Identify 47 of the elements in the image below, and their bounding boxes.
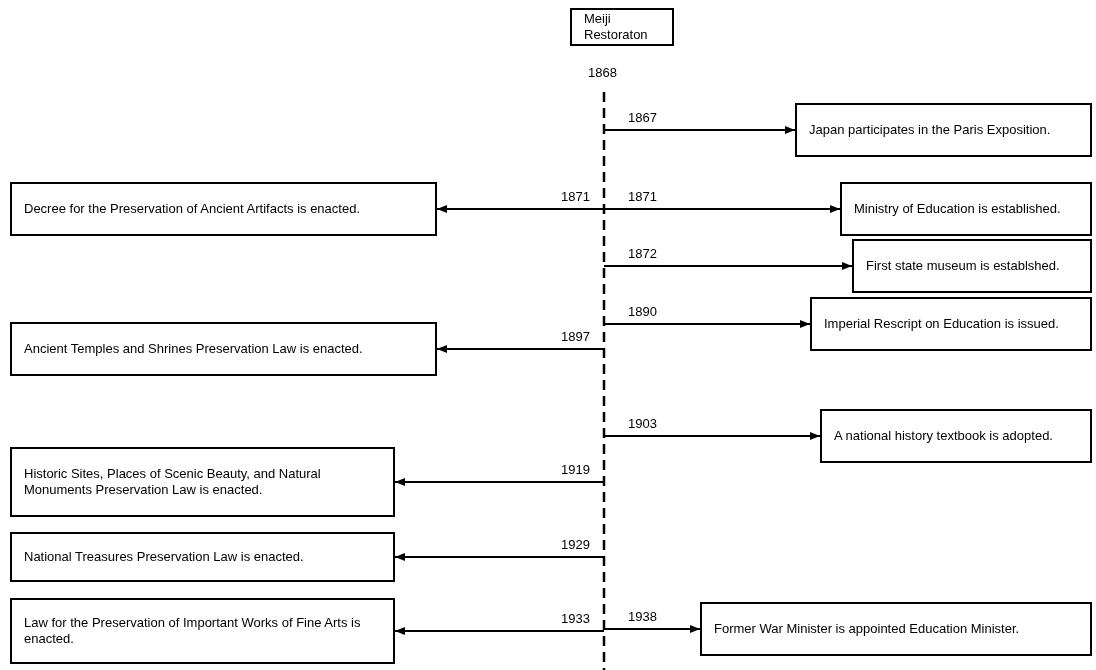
- event-text: Historic Sites, Places of Scenic Beauty, and Natural Monuments Preservation Law is enacted.: [24, 465, 322, 499]
- event-box: [10, 447, 395, 517]
- event-box: [10, 182, 437, 236]
- arrow: [603, 205, 841, 213]
- edge-label: 1890: [626, 305, 659, 318]
- edge-label: 1871: [626, 190, 659, 203]
- event-box: [10, 598, 395, 664]
- edge-label: 1871: [559, 190, 592, 203]
- arrow: [603, 320, 811, 328]
- event-box: [570, 8, 674, 46]
- event-text: Former War Minister is appointed Education Minister.: [714, 620, 1020, 638]
- year-label: 1868: [588, 66, 617, 79]
- event-box: [840, 182, 1092, 236]
- arrow: [603, 126, 796, 134]
- event-text: Meiji Restoraton: [584, 10, 649, 44]
- edge-label: 1919: [559, 463, 592, 476]
- event-box: [795, 103, 1092, 157]
- arrow: [436, 345, 605, 353]
- event-text: A national history textbook is adopted.: [834, 427, 1053, 445]
- event-box: [10, 532, 395, 582]
- event-text: First state museum is establshed.: [866, 257, 1060, 275]
- edge-label: 1897: [559, 330, 592, 343]
- event-box: [10, 322, 437, 376]
- event-box: [810, 297, 1092, 351]
- event-box: [852, 239, 1092, 293]
- event-text: Ancient Temples and Shrines Preservation Law is enacted.: [24, 340, 363, 358]
- event-text: Imperial Rescript on Education is issued.: [824, 315, 1059, 333]
- event-box: [820, 409, 1092, 463]
- arrow: [436, 205, 605, 213]
- event-text: Law for the Preservation of Important Works of Fine Arts is enacted.: [24, 614, 362, 648]
- arrow: [603, 432, 821, 440]
- event-text: Decree for the Preservation of Ancient Artifacts is enacted.: [24, 200, 360, 218]
- edge-label: 1938: [626, 610, 659, 623]
- arrow: [394, 627, 605, 635]
- event-text: National Treasures Preservation Law is enacted.: [24, 548, 304, 566]
- arrow: [603, 625, 701, 633]
- event-text: Japan participates in the Paris Exposition.: [809, 121, 1051, 139]
- edge-label: 1929: [559, 538, 592, 551]
- edge-label: 1872: [626, 247, 659, 260]
- arrow: [394, 553, 605, 561]
- edge-label: 1867: [626, 111, 659, 124]
- arrow: [394, 478, 605, 486]
- arrow: [603, 262, 853, 270]
- edge-label: 1933: [559, 612, 592, 625]
- event-text: Ministry of Education is established.: [854, 200, 1061, 218]
- event-box: [700, 602, 1092, 656]
- edge-label: 1903: [626, 417, 659, 430]
